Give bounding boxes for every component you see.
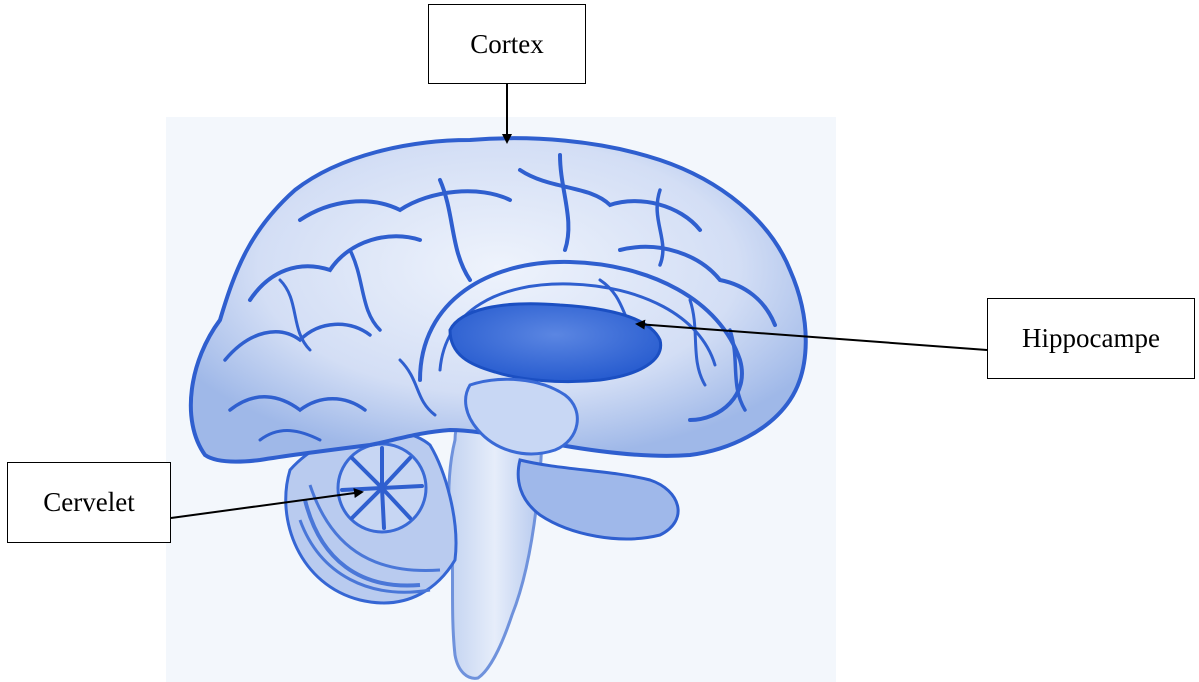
hippocampe-label: Hippocampe [1022,323,1160,354]
cervelet-label: Cervelet [43,487,134,518]
cervelet-label-box: Cervelet [7,462,171,543]
cortex-label: Cortex [470,29,544,60]
hippocampe-label-box: Hippocampe [987,298,1195,379]
cortex-label-box: Cortex [428,4,586,84]
